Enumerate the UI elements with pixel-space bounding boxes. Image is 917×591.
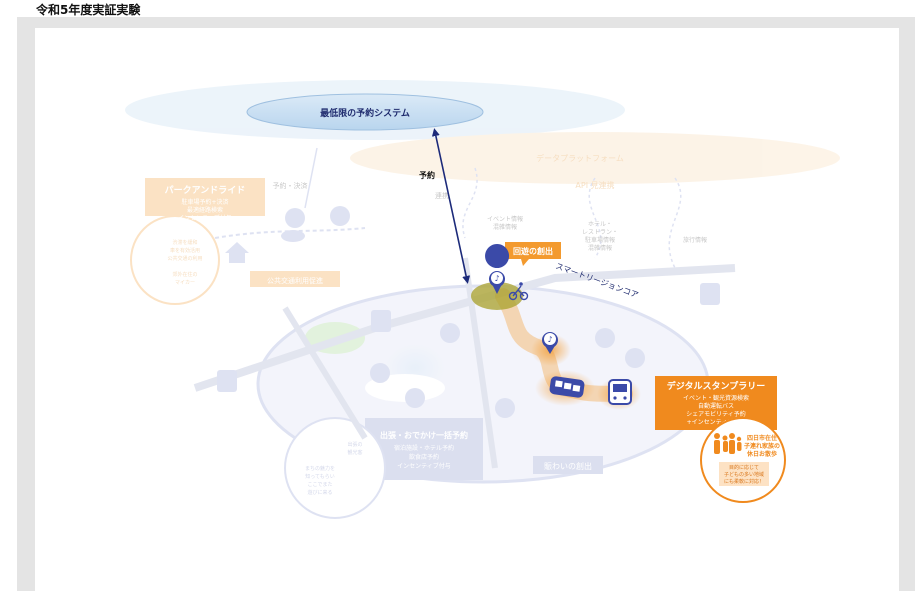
- circulation-callout: [505, 242, 561, 259]
- hotel-info-4: 混雑情報: [588, 244, 612, 252]
- stamp-rally-line-3: シェアモビリティ予約: [686, 410, 746, 418]
- hotel-info-3: 駐車場情報: [585, 236, 615, 244]
- family-line-2: 子連れ家族の: [744, 442, 780, 450]
- left-circle-line-1: 渋滞を緩和: [172, 239, 197, 246]
- park-ride-title: パークアンドライド: [165, 184, 246, 196]
- linked-label: 連携: [435, 191, 449, 200]
- bottom-circle-sub-4: 遊びに来る: [307, 489, 332, 496]
- trip-booking-line-3: インセンティブ付与: [397, 462, 451, 470]
- start-area: [471, 282, 523, 310]
- public-transport-box: [250, 271, 340, 287]
- family-note-box: [719, 462, 769, 486]
- family-line-1: 四日市在住: [747, 434, 777, 442]
- svg-text:♪: ♪: [494, 274, 499, 283]
- public-transport-label: 公共交通利用促進: [267, 276, 323, 285]
- reservation-system-ellipse: [246, 93, 484, 131]
- reserve-label: 予約: [419, 170, 435, 180]
- stamp-rally-title: デジタルスタンプラリー: [667, 380, 766, 392]
- bottom-circle-line-1: 出張の: [347, 441, 362, 448]
- stamp-rally-line-1: イベント・観光資源検索: [683, 394, 749, 402]
- data-platform-label: データプラットフォーム: [536, 153, 624, 163]
- slide: データプラットフォーム API 見連携 予約・決済 連携 パークアンドライド 駐…: [35, 28, 899, 591]
- park-ride-line-2: 最適経路検索: [187, 206, 223, 214]
- bottom-circle-line-2: 観光客: [347, 449, 362, 456]
- svg-text:♪: ♪: [547, 335, 552, 344]
- train-icon: [608, 379, 632, 405]
- family-sub-2: 子どもの多い地域: [724, 471, 764, 478]
- family-line-3: 休日お散歩: [746, 450, 777, 458]
- concept-diagram: データプラットフォーム API 見連携 予約・決済 連携 パークアンドライド 駐…: [125, 80, 840, 519]
- data-platform-band: [350, 132, 840, 184]
- music-pin-icon: ♪: [485, 244, 510, 294]
- bottom-circle-sub-2: 知ってもらい: [305, 473, 335, 480]
- liveliness-label: 賑わいの創出: [544, 461, 592, 471]
- bus-icon: [549, 376, 585, 398]
- family-circle: [700, 417, 786, 503]
- left-circle-line-2: 車を有効活用: [170, 247, 200, 254]
- family-icon: [714, 433, 742, 454]
- circulation-label: 回遊の創出: [513, 246, 553, 256]
- page-title: 令和5年度実証実験: [36, 3, 141, 17]
- stamp-rally-line-2: 自動運転バス: [698, 402, 734, 410]
- hotel-info-1: ホテル・: [588, 221, 612, 228]
- left-circle-caption-2: マイカー: [175, 280, 195, 286]
- music-pin-icon-2: ♪: [542, 332, 558, 354]
- family-sub-1: 目的に応じて: [729, 464, 759, 471]
- left-circle: [130, 215, 220, 305]
- reservation-system-label: 最低限の予約システム: [320, 107, 410, 119]
- park-ride-line-3: インセンティブ付与: [178, 214, 232, 222]
- left-circle-caption-1: 郊外在住の: [172, 271, 197, 278]
- trip-booking-line-1: 宿泊施設・ホテル予約: [394, 444, 454, 452]
- bottom-circle-sub-3: ここでまた: [307, 482, 332, 488]
- hotel-info-2: レストラン・: [582, 229, 618, 236]
- trip-booking-title: 出張・おでかけ一括予約: [380, 430, 468, 440]
- left-circle-line-3: 公共交通の利用: [167, 255, 202, 262]
- bicycle-icon: [508, 282, 529, 301]
- bottom-circle: [284, 417, 386, 519]
- trip-booking-line-2: 飲食店予約: [409, 453, 439, 461]
- family-sub-3: にも柔軟に対応！: [724, 478, 764, 485]
- bottom-circle-sub-1: まちの魅力を: [305, 465, 335, 472]
- reserve-payment-label: 予約・決済: [273, 181, 308, 190]
- travel-info: 旅行情報: [683, 236, 707, 244]
- api-label: API 見連携: [575, 180, 614, 190]
- liveliness-box: [533, 456, 603, 474]
- trip-booking-box: [365, 418, 483, 480]
- stamp-rally-line-4: +インセンティブ付与: [687, 418, 746, 426]
- reservation-arrow: [431, 128, 471, 284]
- event-info-1: イベント情報: [487, 215, 523, 223]
- park-ride-line-1: 駐車場予約+決済: [181, 198, 228, 206]
- park-ride-box: [145, 178, 265, 216]
- event-info-2: 混雑情報: [493, 223, 517, 231]
